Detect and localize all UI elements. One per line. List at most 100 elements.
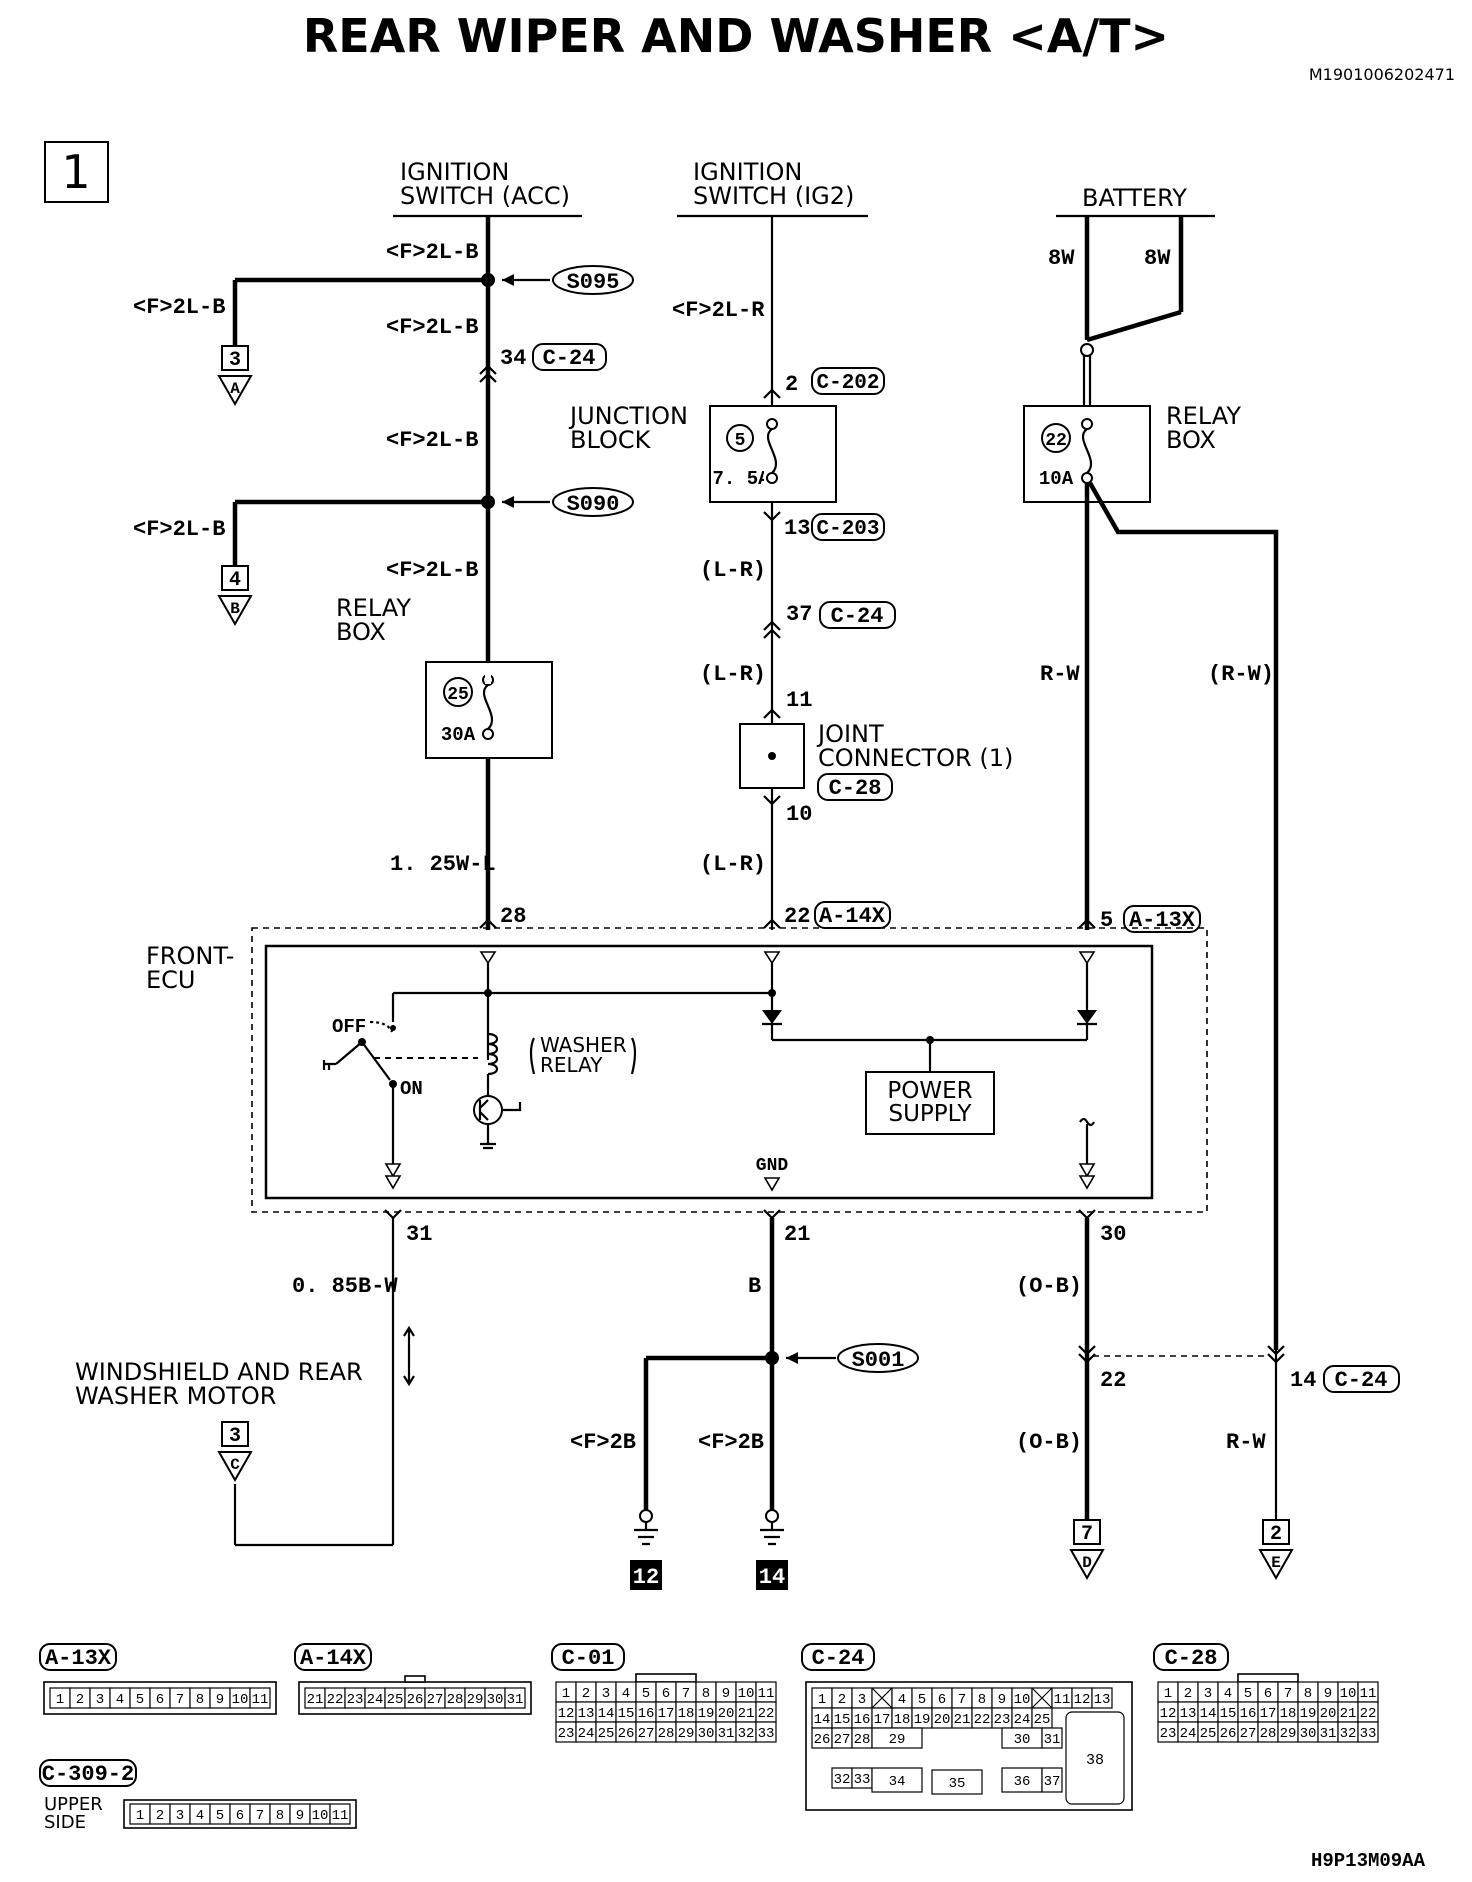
- legend-c01-pin-num: 19: [698, 1706, 715, 1722]
- fuse-5-rating: 7. 5A: [712, 468, 770, 490]
- legend-c24-blank-pin: [1031, 1687, 1053, 1709]
- legend-c28-pin-num: 21: [1340, 1706, 1357, 1722]
- wire-label-ig2-top: <F>2L-R: [672, 298, 765, 323]
- legend-c28-pin-num: 30: [1300, 1726, 1317, 1742]
- legend-c24-pin-num: 17: [874, 1712, 891, 1728]
- legend-c28-pin-num: 11: [1360, 1686, 1377, 1702]
- legend-c01-pin-num: 26: [618, 1726, 635, 1742]
- legend-c28-pin-num: 29: [1280, 1726, 1297, 1742]
- svg-text:38: 38: [1086, 1752, 1104, 1769]
- legend-c24-pin-num: 22: [974, 1712, 991, 1728]
- svg-text:37: 37: [1044, 1774, 1061, 1790]
- legend-c01-pin-num: 24: [578, 1726, 595, 1742]
- power-supply-box: [865, 1071, 995, 1135]
- legend-c24-pin-num: 13: [1094, 1692, 1111, 1708]
- legend-c01-pin-num: 4: [622, 1686, 630, 1702]
- legend-a13x-pin-num: 1: [56, 1692, 64, 1708]
- legend-a14x-pin: [504, 1687, 526, 1709]
- legend-c28-pin-num: 7: [1284, 1686, 1292, 1702]
- offpage-d-box: [1073, 1519, 1101, 1545]
- ground-12-label: 12: [633, 1565, 659, 1590]
- front-ecu-label: FRONT-ECU: [146, 942, 234, 994]
- legend-a13x-pin-num: 11: [252, 1692, 269, 1708]
- legend-a14x-pin-num: 21: [307, 1692, 324, 1708]
- legend-c28-pin-num: 19: [1300, 1706, 1317, 1722]
- legend-c24-big-pin: [1065, 1711, 1125, 1805]
- pin-11: 11: [786, 688, 812, 713]
- legend-a14x-tag: [294, 1643, 372, 1671]
- svg-text:31: 31: [1044, 1732, 1061, 1748]
- legend-a14x-pin-num: 25: [387, 1692, 404, 1708]
- legend-c01-pin-num: 16: [638, 1706, 655, 1722]
- legend-c24-pin-num: 5: [918, 1692, 926, 1708]
- legend-c28-pin-num: 17: [1260, 1706, 1277, 1722]
- legend-c28-pin-num: 13: [1180, 1706, 1197, 1722]
- offpage-b-arrow: [217, 595, 253, 627]
- wire-label-acc-branch1: <F>2L-B: [133, 295, 225, 320]
- legend-c24-pin-num: 25: [1034, 1712, 1051, 1728]
- legend-c01-pin-num: 17: [658, 1706, 675, 1722]
- switch-off-label: OFF: [332, 1016, 366, 1038]
- wire-label-acc-mid1: <F>2L-B: [386, 315, 478, 340]
- svg-text:30: 30: [1014, 1732, 1031, 1748]
- source-battery-label: BATTERY: [1082, 184, 1187, 212]
- connector-c24-tag-b: [819, 601, 896, 629]
- connector-c28-tag: [817, 773, 893, 801]
- legend-a13x-pin-num: 10: [232, 1692, 249, 1708]
- wire-label-acc-mid3: <F>2L-B: [386, 558, 478, 583]
- legend-c01-pin-num: 2: [582, 1686, 590, 1702]
- pin-13: 13: [784, 516, 810, 541]
- fuse-25-symbol: [482, 684, 494, 730]
- legend-c309-pin-num: 11: [332, 1808, 349, 1824]
- legend-c01-pin-num: 12: [558, 1706, 575, 1722]
- legend-c28-pin-num: 1: [1164, 1686, 1172, 1702]
- legend-c24-pin-num: 32: [834, 1772, 851, 1788]
- legend-c01-pin-num: 32: [738, 1726, 755, 1742]
- legend-c01-pin: [755, 1721, 777, 1743]
- legend-c309-pin-num: 5: [216, 1808, 224, 1824]
- legend-c309-pin-num: 4: [196, 1808, 204, 1824]
- legend-c28-pin-num: 14: [1200, 1706, 1217, 1722]
- legend-c01-pin-num: 22: [758, 1706, 775, 1722]
- offpage-d-arrow: [1069, 1549, 1105, 1581]
- front-ecu-outline: [251, 927, 1208, 1213]
- legend-a13x-tag: [39, 1643, 117, 1671]
- legend-c01-pin-num: 29: [678, 1726, 695, 1742]
- legend-c24-pin-num: 11: [1054, 1692, 1071, 1708]
- offpage-b-box: [221, 565, 249, 591]
- legend-c01-pin-num: 20: [718, 1706, 735, 1722]
- pin-14: 14: [1290, 1368, 1316, 1393]
- legend-c01-pin-num: 30: [698, 1726, 715, 1742]
- legend-a14x-pin-num: 26: [407, 1692, 424, 1708]
- legend-c28-pin-num: 8: [1304, 1686, 1312, 1702]
- wire-label-ig2-2: (L-R): [700, 662, 766, 687]
- legend-c28-pin-num: 3: [1204, 1686, 1212, 1702]
- legend-c28-pin-num: 26: [1220, 1726, 1237, 1742]
- pin-28: 28: [500, 904, 526, 929]
- legend-c01-pin-num: 14: [598, 1706, 615, 1722]
- legend-c309-pin-num: 8: [276, 1808, 284, 1824]
- figure-id: H9P13M09AA: [1311, 1850, 1426, 1872]
- legend-c28-pin-num: 24: [1180, 1726, 1197, 1742]
- legend-c28-pin-num: 15: [1220, 1706, 1237, 1722]
- offpage-a-num: 3: [229, 349, 241, 372]
- legend-c01-pin-num: 13: [578, 1706, 595, 1722]
- pin-10: 10: [786, 802, 812, 827]
- svg-text:29: 29: [889, 1732, 906, 1748]
- legend-c24-pin-num: 19: [914, 1712, 931, 1728]
- offpage-c-box: [221, 1421, 249, 1447]
- legend-c309-pin-num: 6: [236, 1808, 244, 1824]
- fuse-5-marker: [726, 424, 754, 452]
- connector-c202-tag: [811, 367, 885, 395]
- legend-c24-pin-num: 12: [1074, 1692, 1091, 1708]
- offpage-c-letter: C: [230, 1456, 240, 1474]
- pin-2: 2: [785, 372, 798, 397]
- legend-c01-name: C-01: [562, 1646, 615, 1671]
- fuse-22-symbol: [1081, 428, 1093, 474]
- fuse-25-marker: [443, 677, 473, 707]
- wire-label-ig2-3: (L-R): [700, 852, 766, 877]
